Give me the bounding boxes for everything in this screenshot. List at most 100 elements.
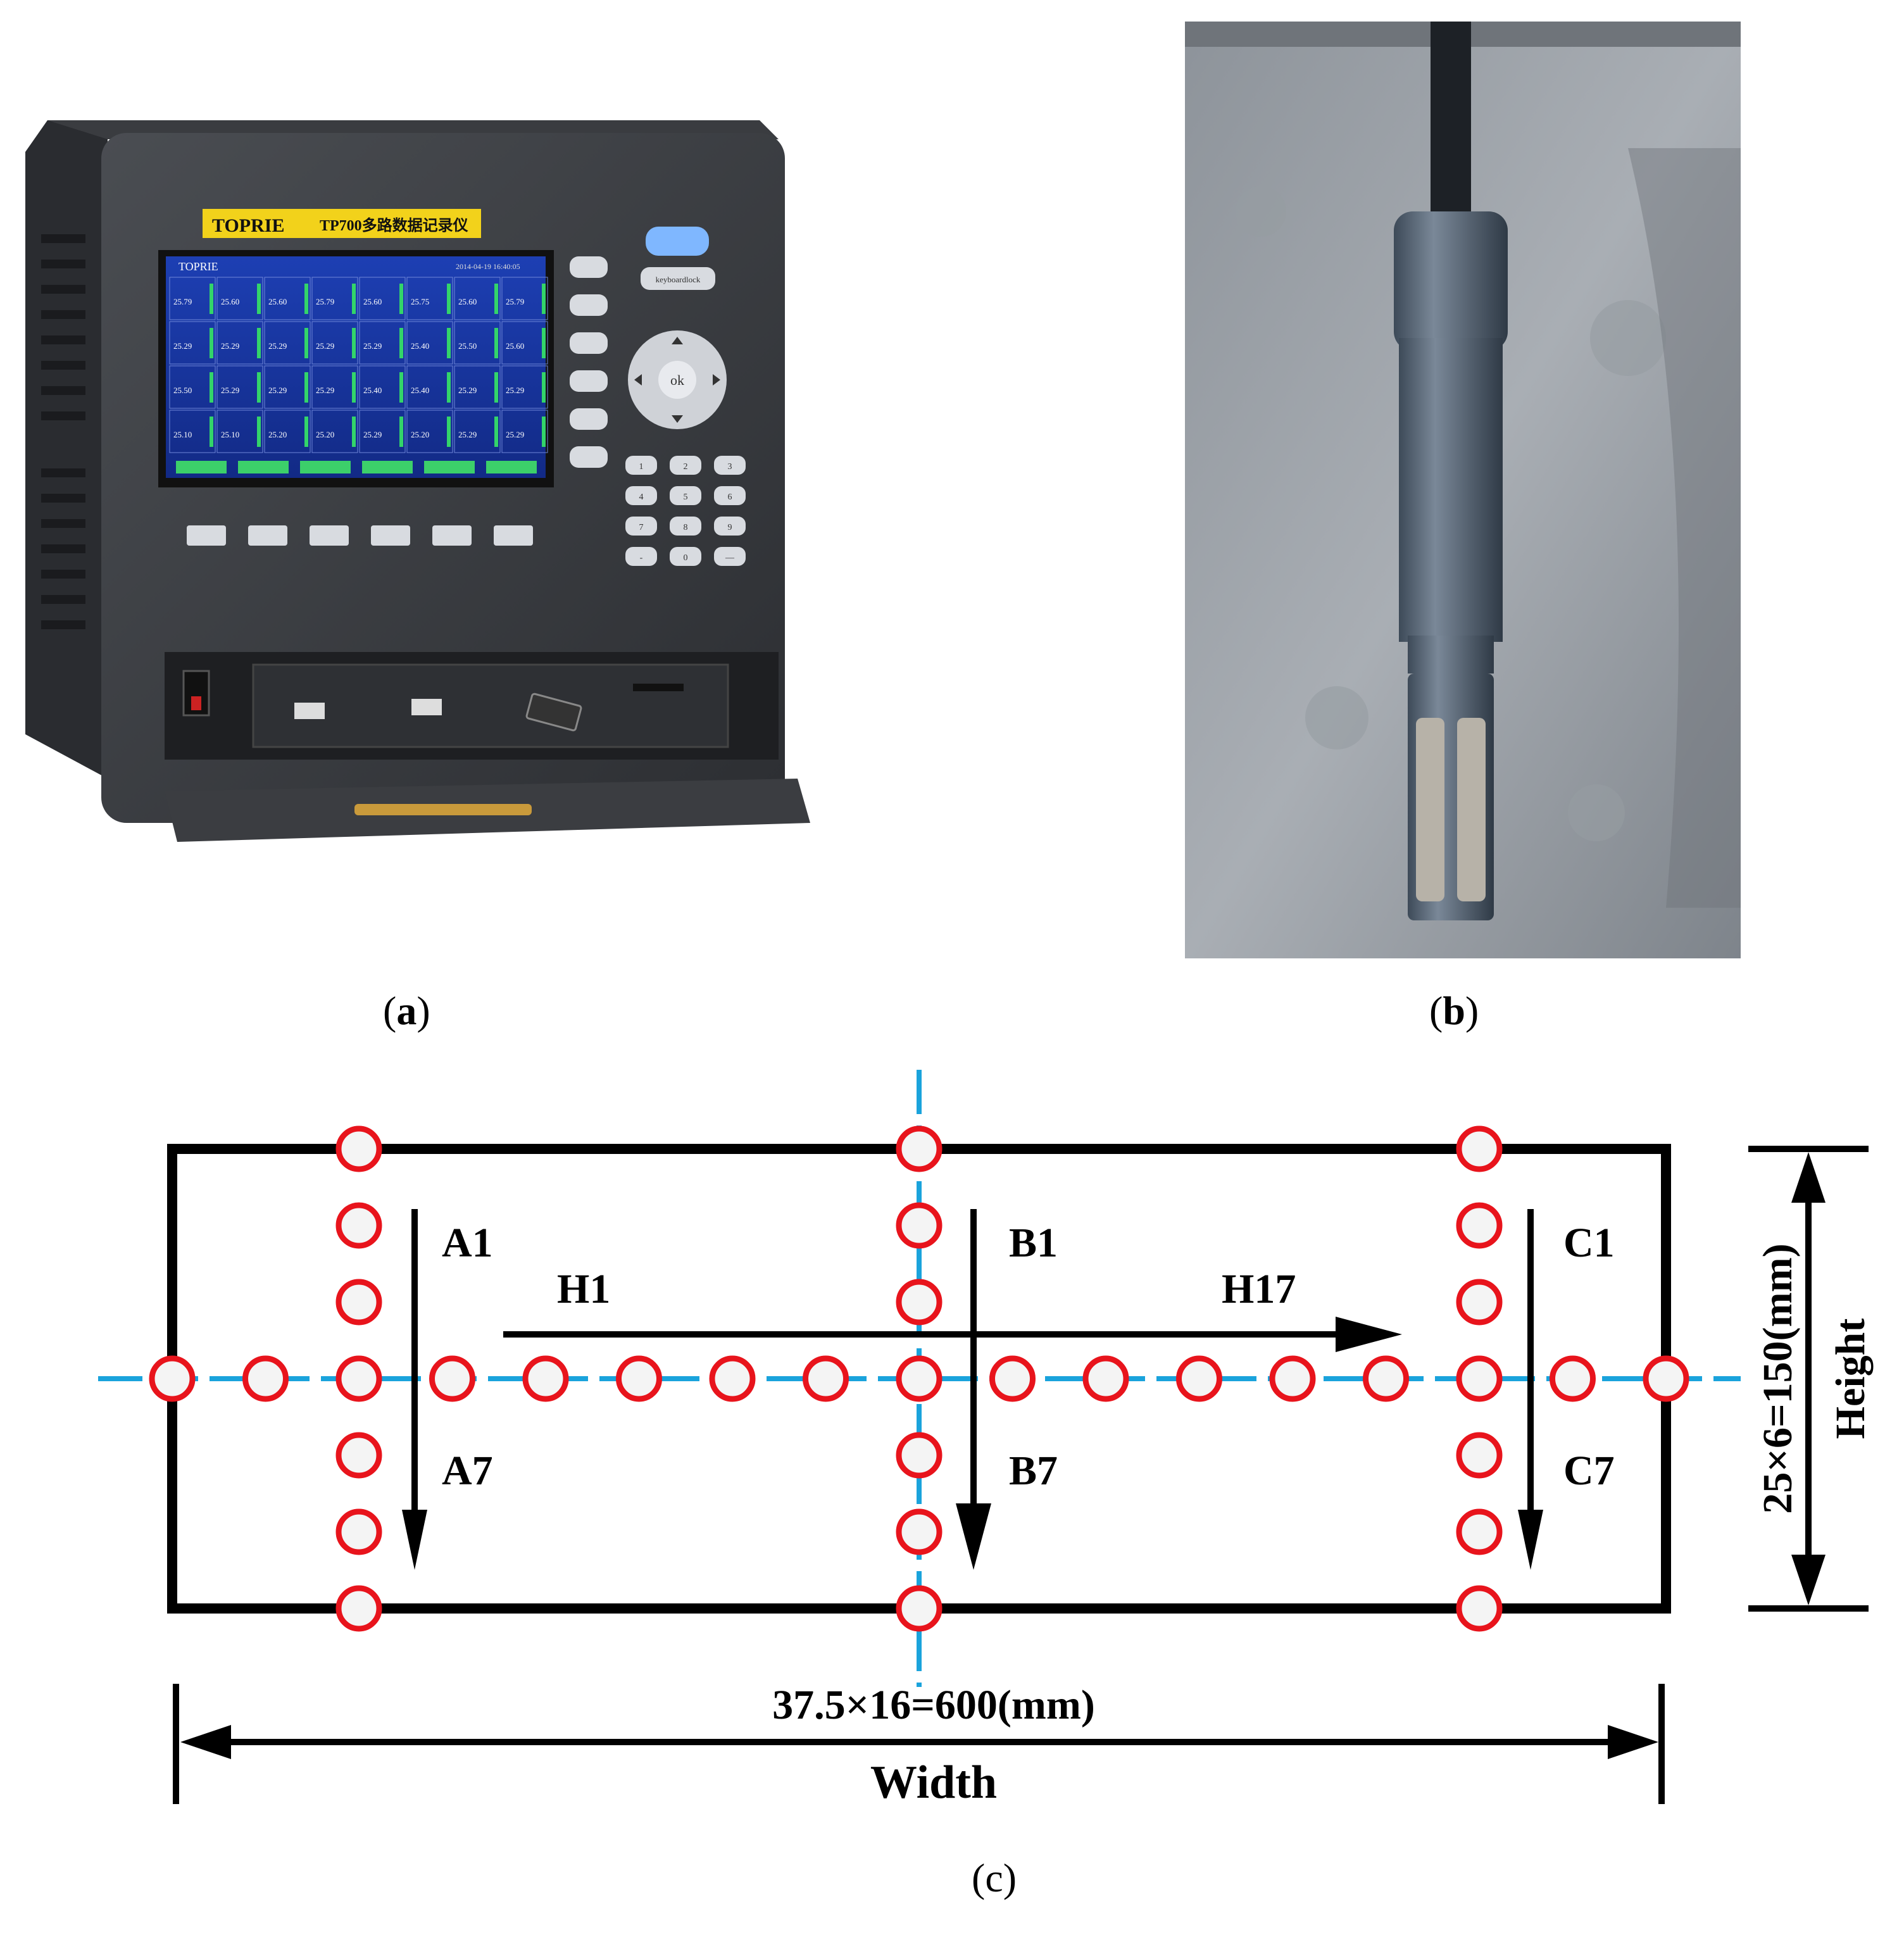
- screen-tab[interactable]: [362, 461, 413, 473]
- soft-key[interactable]: [570, 408, 608, 430]
- reading-value: 25.75: [411, 297, 429, 306]
- measurement-point-b: [896, 1125, 943, 1172]
- reading-value: 25.50: [458, 341, 477, 351]
- measurement-point-h: [242, 1355, 289, 1402]
- keypad-key[interactable]: [670, 547, 701, 566]
- keypad-key[interactable]: [714, 517, 746, 536]
- reading-value: 25.20: [268, 430, 287, 439]
- keypad-key[interactable]: [670, 456, 701, 475]
- level-bar: [210, 417, 213, 447]
- level-bar: [542, 284, 546, 314]
- level-bar: [352, 372, 356, 403]
- soft-key[interactable]: [570, 294, 608, 316]
- arrow-a-head: [402, 1510, 427, 1570]
- height-label: Height: [1827, 1319, 1874, 1439]
- usb-port-icon[interactable]: [294, 703, 325, 719]
- reading-cell: [406, 365, 453, 409]
- reading-cell: [216, 410, 263, 453]
- reading-cell: [169, 321, 216, 365]
- keypad-key[interactable]: [625, 517, 657, 536]
- function-key[interactable]: [187, 525, 226, 546]
- measurement-point-c: [1456, 1279, 1503, 1326]
- screen-tab[interactable]: [300, 461, 351, 473]
- measurement-point-h: [149, 1355, 196, 1402]
- level-bar: [210, 284, 213, 314]
- soft-key[interactable]: [570, 332, 608, 354]
- measurement-point-b: [896, 1279, 943, 1326]
- measurement-point-a: [335, 1585, 382, 1632]
- level-bar: [399, 328, 403, 358]
- soft-key[interactable]: [570, 446, 608, 468]
- reading-cell: [216, 321, 263, 365]
- level-bar: [399, 372, 403, 403]
- reading-value: 25.60: [221, 297, 239, 306]
- keypad-key[interactable]: [714, 486, 746, 505]
- reading-value: 25.79: [173, 297, 192, 306]
- reading-value: 25.29: [506, 386, 524, 395]
- measurement-point-h: [896, 1355, 943, 1402]
- measurement-point-a: [335, 1202, 382, 1249]
- level-bar: [399, 284, 403, 314]
- label-c7: C7: [1563, 1448, 1615, 1494]
- screen-tab[interactable]: [238, 461, 289, 473]
- level-bar: [494, 328, 498, 358]
- measurement-point-h: [1456, 1355, 1503, 1402]
- screen-tab[interactable]: [486, 461, 537, 473]
- level-bar: [304, 328, 308, 358]
- arrow-h-head: [1336, 1317, 1402, 1352]
- reading-value: 25.40: [411, 386, 429, 395]
- keyboardlock-button[interactable]: [641, 267, 715, 290]
- soft-key[interactable]: [570, 370, 608, 392]
- sd-slot-icon[interactable]: [633, 684, 684, 691]
- level-bar: [304, 284, 308, 314]
- reading-value: 25.29: [363, 430, 382, 439]
- usb-port-icon[interactable]: [411, 699, 442, 715]
- measurement-point-c: [1456, 1432, 1503, 1479]
- soft-key[interactable]: [570, 256, 608, 278]
- level-bar: [494, 417, 498, 447]
- panel-label-c: (c): [972, 1855, 1017, 1900]
- function-key[interactable]: [310, 525, 349, 546]
- level-bar: [447, 284, 451, 314]
- screen-tab[interactable]: [176, 461, 227, 473]
- reading-value: 25.29: [363, 341, 382, 351]
- ok-label: ok: [670, 372, 684, 388]
- level-bar: [447, 328, 451, 358]
- reading-value: 25.60: [458, 297, 477, 306]
- measurement-point-a: [335, 1432, 382, 1479]
- function-key[interactable]: [432, 525, 472, 546]
- keypad-key[interactable]: [625, 456, 657, 475]
- measurement-point-h: [1269, 1355, 1316, 1402]
- keypad-key[interactable]: [714, 456, 746, 475]
- ok-button[interactable]: [658, 361, 696, 399]
- measurement-point-h: [429, 1355, 475, 1402]
- reading-value: 25.29: [268, 341, 287, 351]
- arrow-b-head: [956, 1503, 991, 1570]
- keypad-key[interactable]: [625, 547, 657, 566]
- reading-value: 25.50: [173, 386, 192, 395]
- keypad-key-label: 1: [639, 462, 644, 472]
- reading-cell: [311, 365, 358, 409]
- reading-cell: [454, 410, 501, 453]
- level-bar: [210, 372, 213, 403]
- function-key[interactable]: [248, 525, 287, 546]
- brand-label-plate: [203, 209, 481, 238]
- keypad-key[interactable]: [625, 486, 657, 505]
- reading-cell: [264, 321, 311, 365]
- label-a1: A1: [442, 1220, 493, 1266]
- screen-datetime: 2014-04-19 16:40:05: [456, 262, 520, 271]
- keypad-key[interactable]: [670, 517, 701, 536]
- function-key[interactable]: [494, 525, 533, 546]
- keypad-key[interactable]: [714, 547, 746, 566]
- function-key[interactable]: [371, 525, 410, 546]
- measurement-points: [149, 1125, 1689, 1632]
- diagram-canvas: A1 A7 B1 B7 C1 C7 H1 H17 25×6=150(mm) He…: [98, 1070, 1874, 1808]
- measurement-point-h: [1176, 1355, 1222, 1402]
- reading-value: 25.29: [221, 386, 239, 395]
- level-bar: [447, 417, 451, 447]
- level-bar: [304, 417, 308, 447]
- keypad-key[interactable]: [670, 486, 701, 505]
- filter-mesh: [1457, 718, 1486, 901]
- screen-tab[interactable]: [424, 461, 475, 473]
- level-bar: [352, 284, 356, 314]
